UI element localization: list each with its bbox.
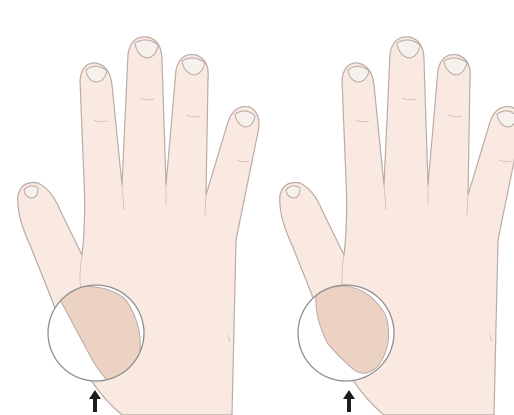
left-hand-panel: [18, 37, 259, 415]
hand-left-icon: [18, 37, 259, 415]
up-arrow-icon-right: [343, 390, 355, 412]
up-arrow-icon: [89, 390, 101, 412]
